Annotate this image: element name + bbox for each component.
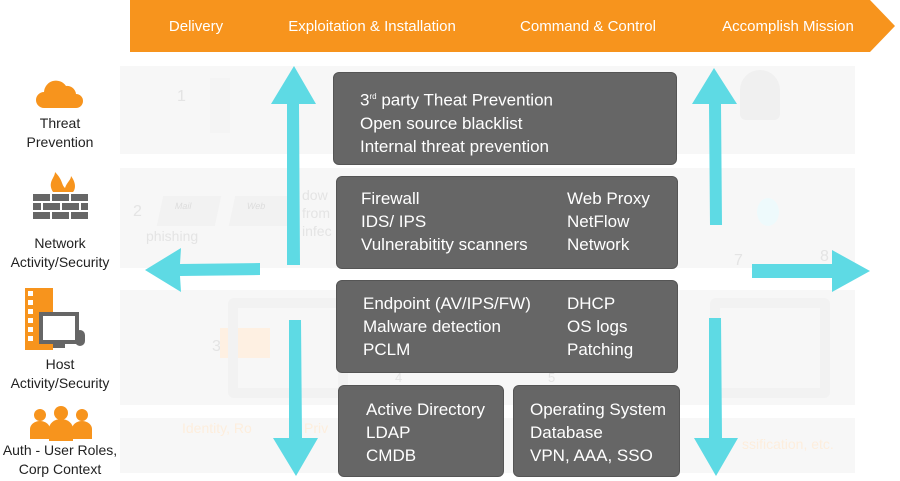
box-line: Database xyxy=(530,423,603,442)
category-label: Network xyxy=(34,235,86,251)
category-label: Auth - User Roles, xyxy=(2,442,118,458)
category-label: Prevention xyxy=(26,134,94,150)
bug-icon xyxy=(757,198,779,226)
box-line: Operating System xyxy=(530,400,667,419)
arrow-up-right xyxy=(692,68,737,225)
box-line: IDS/ IPS xyxy=(361,212,427,231)
banner-arrow-shape xyxy=(130,0,895,52)
identity-text: ssification, etc. xyxy=(742,436,834,452)
step-number: 4 xyxy=(395,370,403,385)
box-line: OS logs xyxy=(567,317,628,336)
download-line: dow xyxy=(302,187,328,203)
step-number: 7 xyxy=(734,252,743,269)
stage-command-control: Command & Control xyxy=(520,18,656,35)
arrow-up-left xyxy=(271,66,316,265)
box-text: party Theat Prevention xyxy=(376,90,553,110)
step-number: 3 xyxy=(212,338,221,355)
box-line: CMDB xyxy=(366,446,417,465)
stage-delivery: Delivery xyxy=(168,18,224,35)
category-label: Host xyxy=(45,356,75,372)
phishing-label: phishing xyxy=(146,228,199,244)
box-line: Endpoint (AV/IPS/FW) xyxy=(363,294,531,313)
threat-prevention-box: 3rd party Theat Prevention Open source b… xyxy=(333,72,677,165)
category-label: Activity/Security xyxy=(10,254,110,270)
box-line: Web Proxy xyxy=(567,189,650,208)
box-line: Active Directory xyxy=(366,400,486,419)
door-icon xyxy=(210,78,230,133)
cloud-icon xyxy=(36,80,83,108)
box-line: PCLM xyxy=(363,340,411,359)
stage-accomplish-mission: Accomplish Mission xyxy=(722,18,854,35)
server-computer-icon xyxy=(25,288,85,350)
box-text: 3 xyxy=(360,90,370,110)
category-auth: Auth - User Roles, Corp Context xyxy=(0,441,120,479)
arrow-left xyxy=(145,248,260,292)
box-line: LDAP xyxy=(366,423,411,442)
box-line: Patching xyxy=(567,340,634,359)
download-line: infec xyxy=(302,223,332,239)
box-line: Open source blacklist xyxy=(360,113,523,133)
box-line: DHCP xyxy=(567,294,616,313)
box-line: Network xyxy=(567,235,630,254)
users-icon xyxy=(30,406,92,441)
kill-chain-banner xyxy=(130,0,895,52)
category-label: Activity/Security xyxy=(10,375,110,391)
box-line: NetFlow xyxy=(567,212,630,231)
box-line: Firewall xyxy=(361,189,420,208)
arrow-down-left xyxy=(273,320,318,476)
identity-text: Identity, Ro xyxy=(182,420,252,436)
box-line: 3rd party Theat Prevention xyxy=(360,85,676,112)
download-label: dow from infec xyxy=(302,186,332,240)
box-text: rd xyxy=(369,92,377,101)
box-line: VPN, AAA, SSO xyxy=(530,446,653,465)
step-number: 1 xyxy=(177,88,186,105)
step-number: 5 xyxy=(548,370,556,385)
identity-text: Priv xyxy=(304,420,329,436)
hacker-icon xyxy=(740,70,780,120)
step-number: 2 xyxy=(133,203,142,220)
box-line: Internal threat prevention xyxy=(360,136,550,156)
box-line: Malware detection xyxy=(363,317,501,336)
arrow-right xyxy=(752,250,870,292)
box-line: Vulnerabitity scanners xyxy=(361,235,528,254)
arrow-down-right xyxy=(694,318,738,476)
stage-exploitation: Exploitation & Installation xyxy=(288,18,456,35)
firewall-icon xyxy=(33,172,88,219)
download-line: from xyxy=(302,205,330,221)
category-label: Corp Context xyxy=(18,461,102,477)
category-label: Threat xyxy=(39,115,81,131)
step-number: 8 xyxy=(820,248,829,265)
